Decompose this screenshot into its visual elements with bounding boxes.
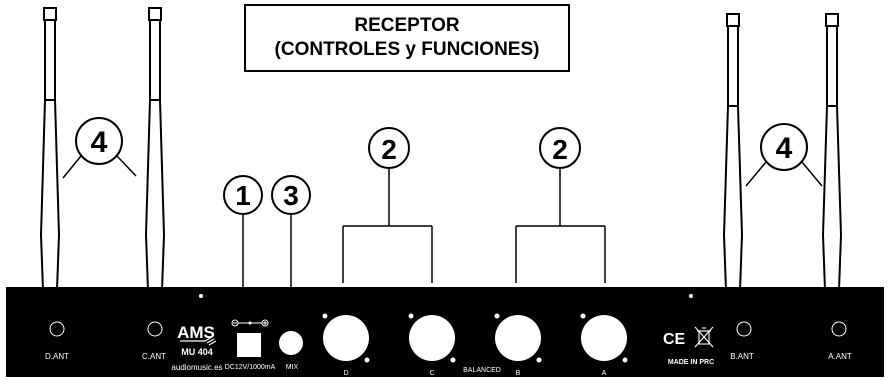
xlr-output-d[interactable] — [322, 313, 370, 363]
label-out-c: C — [429, 370, 434, 377]
callout-antenna-left-label: 4 — [91, 126, 108, 159]
title-line-1: RECEPTOR — [354, 15, 460, 36]
title-box: RECEPTOR (CONTROLES y FUNCIONES) — [244, 4, 570, 72]
label-d-ant: D.ANT — [45, 352, 69, 361]
callout-xlr-right: 2 — [515, 127, 606, 283]
callout-antenna-right-label: 4 — [776, 132, 793, 165]
antenna-port-c[interactable] — [147, 321, 163, 337]
callout-power-label: 1 — [235, 180, 251, 211]
antenna-port-b[interactable] — [736, 321, 752, 337]
balanced-label: BALANCED — [463, 367, 501, 374]
model-label: MU 404 — [181, 347, 213, 357]
indicator-dot-left — [199, 294, 203, 298]
weee-bin-icon — [694, 326, 714, 348]
brand-logo-stripes — [180, 336, 217, 346]
antenna-port-a[interactable] — [831, 321, 847, 337]
callout-mix-label: 3 — [283, 180, 299, 211]
callout-xlr-left-label: 2 — [381, 134, 397, 165]
label-a-ant: A.ANT — [828, 352, 852, 361]
mix-output-jack[interactable] — [279, 331, 303, 355]
brand-logo: AMS — [177, 323, 215, 342]
antenna-c — [144, 7, 166, 291]
website-label: audiomusic.es — [171, 363, 222, 372]
label-out-a: A — [602, 370, 607, 377]
xlr-output-c[interactable] — [408, 313, 456, 363]
callout-antenna-right: 4 — [745, 123, 823, 187]
title-line-2: (CONTROLES y FUNCIONES) — [274, 39, 540, 60]
dc-power-jack[interactable] — [237, 333, 261, 357]
antenna-b — [722, 13, 744, 291]
made-in-label: MADE IN PRC — [668, 359, 714, 366]
mix-label: MIX — [286, 364, 299, 371]
dc-polarity-icon — [231, 319, 269, 327]
label-b-ant: B.ANT — [730, 352, 754, 361]
label-out-b: B — [516, 370, 521, 377]
dc-label: DC12V/1000mA — [225, 364, 276, 371]
xlr-output-b[interactable] — [494, 313, 542, 363]
label-c-ant: C.ANT — [142, 352, 166, 361]
ce-mark: CE — [663, 331, 686, 348]
callout-xlr-right-label: 2 — [552, 134, 568, 165]
callout-antenna-left: 4 — [62, 117, 137, 179]
callout-xlr-left: 2 — [342, 127, 433, 283]
antenna-d — [39, 7, 61, 291]
label-out-d: D — [343, 370, 348, 377]
indicator-dot-right — [689, 294, 693, 298]
antenna-port-d[interactable] — [49, 321, 65, 337]
antenna-a — [821, 13, 843, 291]
callout-mix: 3 — [271, 175, 311, 287]
xlr-output-a[interactable] — [580, 313, 628, 363]
callout-power: 1 — [223, 175, 263, 287]
